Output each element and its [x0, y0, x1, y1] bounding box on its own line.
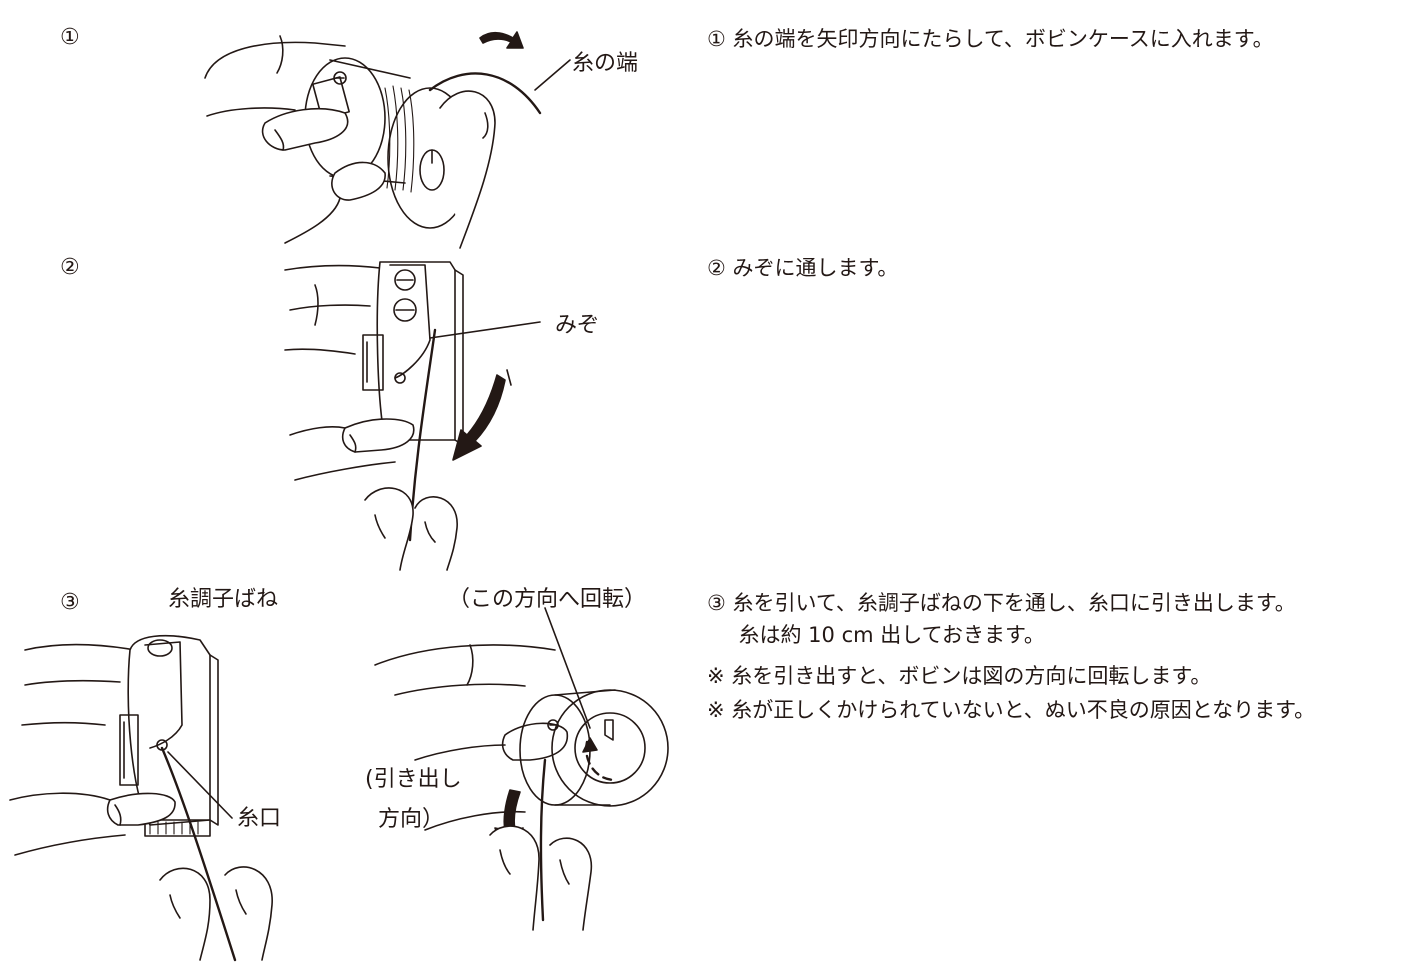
step-3-note-1: ※ 糸を引き出すと、ボビンは図の方向に回転します。: [707, 664, 1212, 688]
step-3-left-illustration: [0, 620, 300, 962]
step-1-instruction: ① 糸の端を矢印方向にたらして、ボビンケースに入れます。: [707, 24, 1407, 56]
step-3-note-2: ※ 糸が正しくかけられていないと、ぬい不良の原因となります。: [707, 697, 1316, 722]
groove-label: みぞ: [555, 313, 600, 338]
step-3-right-illustration: [355, 607, 685, 940]
step-3-number: ③: [60, 590, 80, 615]
step-3-text: ③ 糸を引いて、糸調子ばねの下を通し、糸口に引き出します。: [707, 591, 1296, 615]
thread-end-label: 糸の端: [572, 51, 639, 76]
step-1-number: ①: [60, 25, 80, 50]
step-2-number: ②: [60, 255, 80, 280]
step-3-subtext: 糸は約 10 cm 出しておきます。: [738, 622, 1045, 647]
step-1-illustration: [195, 18, 571, 249]
step-2-text: ② みぞに通します。: [707, 256, 899, 280]
pull-direction-label-line1: (引き出し: [365, 767, 462, 792]
pull-direction-label-line2: 方向）: [378, 807, 445, 832]
step-2-instruction: ② みぞに通します。: [707, 253, 1407, 285]
thread-outlet-label: 糸口: [237, 806, 282, 831]
step-1-text: ① 糸の端を矢印方向にたらして、ボビンケースに入れます。: [707, 27, 1274, 51]
step-2-illustration: [284, 250, 545, 571]
rotation-direction-label: （この方向へ回転）: [448, 587, 647, 612]
tension-spring-label: 糸調子ばね: [168, 587, 279, 612]
step-3-instruction: ③ 糸を引いて、糸調子ばねの下を通し、糸口に引き出します。 糸は約 10 cm …: [707, 588, 1407, 726]
